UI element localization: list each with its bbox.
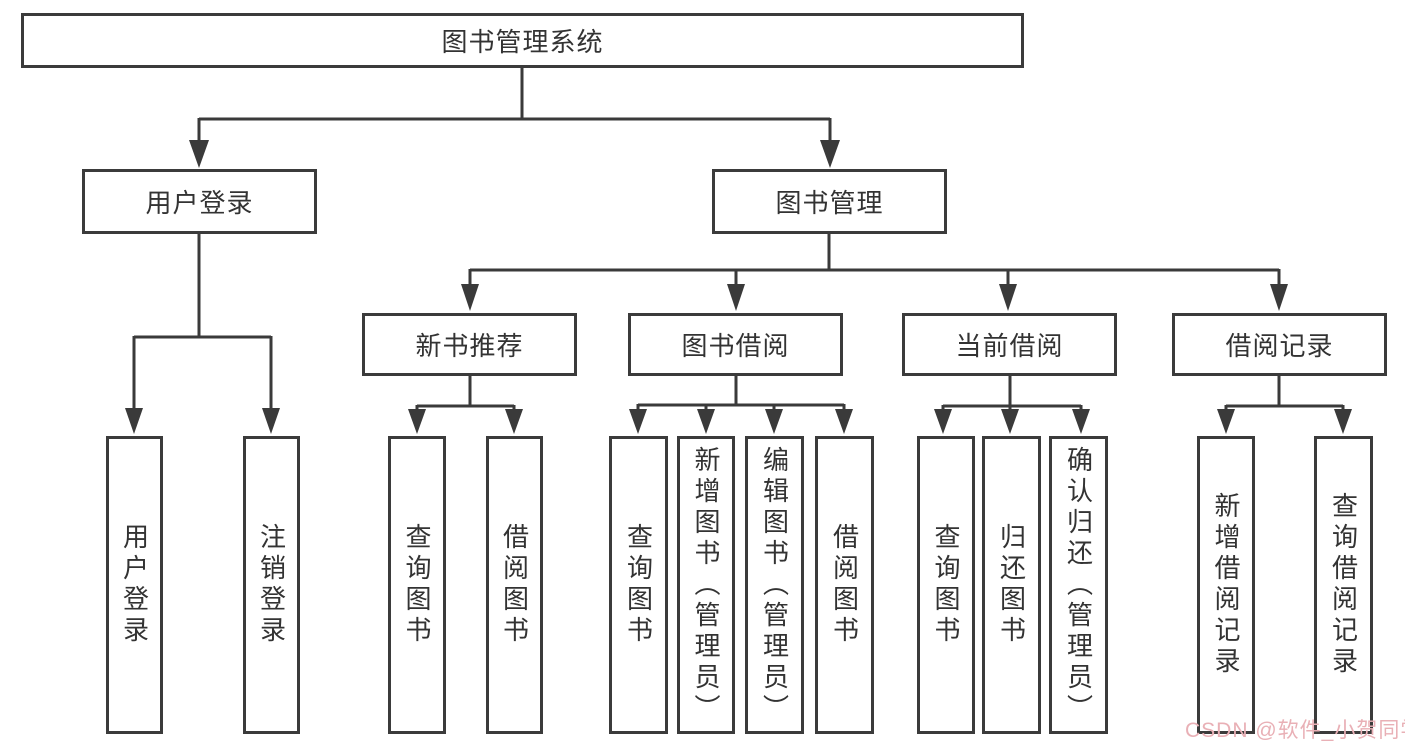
leaf-g2-query-books-label: 查询图书	[623, 523, 654, 647]
arrowhead	[125, 408, 143, 434]
leaf-logout-label: 注销登录	[256, 523, 287, 647]
arrowhead	[629, 409, 647, 434]
arrowhead	[820, 140, 840, 168]
arrowhead	[461, 284, 479, 311]
node-borrow-records: 借阅记录	[1172, 313, 1387, 376]
node-book-management-label: 图书管理	[775, 188, 884, 218]
node-new-book-recommend: 新书推荐	[362, 313, 577, 376]
leaf-g2-add-books-admin-label: 新增图书（管理员）	[691, 445, 721, 725]
arrowhead	[727, 284, 745, 311]
leaf-g2-borrow-books-label: 借阅图书	[829, 523, 860, 647]
node-root: 图书管理系统	[21, 13, 1024, 68]
leaf-g1-borrow-books-label: 借阅图书	[499, 523, 530, 647]
arrowhead	[1072, 409, 1090, 434]
arrowhead	[999, 284, 1017, 311]
node-user-login: 用户登录	[82, 169, 317, 234]
leaf-g1-query-books-label: 查询图书	[402, 523, 432, 647]
node-root-label: 图书管理系统	[441, 27, 604, 57]
arrowhead	[262, 408, 280, 434]
leaf-user-login-label: 用户登录	[119, 523, 150, 647]
arrowhead	[505, 409, 523, 434]
leaf-g2-edit-books-admin-label: 编辑图书（管理员）	[759, 445, 790, 725]
leaf-g3-return-books: 归还图书	[982, 436, 1041, 734]
node-book-borrow: 图书借阅	[628, 313, 843, 376]
leaf-g4-add-borrow-record: 新增借阅记录	[1197, 436, 1255, 734]
arrowhead	[765, 409, 783, 434]
leaf-user-login: 用户登录	[106, 436, 163, 734]
watermark: CSDN @软件_小贺同学	[1185, 719, 1405, 742]
node-book-borrow-label: 图书借阅	[681, 331, 790, 361]
leaf-g1-query-books: 查询图书	[388, 436, 446, 734]
arrowhead	[835, 409, 853, 434]
arrowhead	[408, 409, 426, 434]
leaf-g2-query-books: 查询图书	[609, 436, 668, 734]
node-borrow-records-label: 借阅记录	[1225, 331, 1334, 361]
leaf-g3-query-books-label: 查询图书	[931, 523, 961, 647]
node-new-book-recommend-label: 新书推荐	[415, 331, 524, 361]
leaf-g2-edit-books-admin: 编辑图书（管理员）	[745, 436, 804, 734]
node-book-management: 图书管理	[712, 169, 947, 234]
node-current-borrow-label: 当前借阅	[955, 331, 1064, 361]
arrowhead	[1270, 284, 1288, 311]
arrowhead	[934, 409, 952, 434]
arrowhead	[189, 140, 209, 168]
arrowhead	[697, 409, 715, 434]
leaf-g1-borrow-books: 借阅图书	[486, 436, 543, 734]
leaf-g3-query-books: 查询图书	[917, 436, 975, 734]
leaf-g4-add-borrow-record-label: 新增借阅记录	[1211, 492, 1241, 678]
arrowhead	[1217, 409, 1235, 434]
leaf-g2-add-books-admin: 新增图书（管理员）	[677, 436, 735, 734]
leaf-g3-confirm-return-admin: 确认归还（管理员）	[1049, 436, 1108, 734]
leaf-g2-borrow-books: 借阅图书	[815, 436, 874, 734]
leaf-logout: 注销登录	[243, 436, 300, 734]
leaf-g3-confirm-return-admin-label: 确认归还（管理员）	[1063, 445, 1094, 725]
node-current-borrow: 当前借阅	[902, 313, 1117, 376]
node-user-login-label: 用户登录	[145, 188, 254, 218]
leaf-g4-query-borrow-record-label: 查询借阅记录	[1328, 492, 1359, 678]
leaf-g3-return-books-label: 归还图书	[996, 523, 1027, 647]
arrowhead	[1334, 409, 1352, 434]
arrowhead	[1001, 409, 1019, 434]
leaf-g4-query-borrow-record: 查询借阅记录	[1314, 436, 1373, 734]
